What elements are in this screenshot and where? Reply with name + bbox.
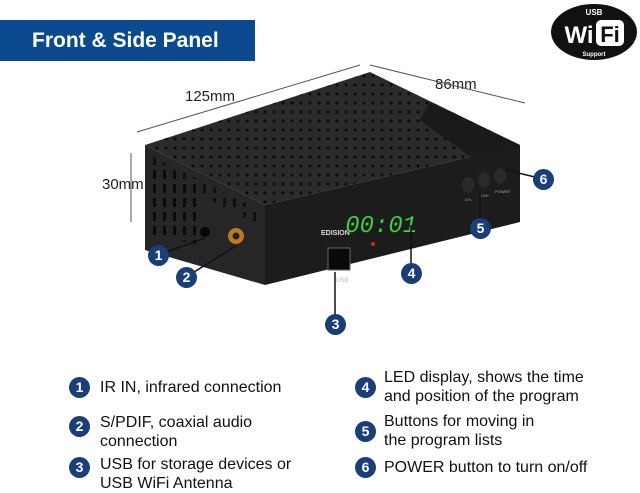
svg-text:CH-: CH- [465, 197, 473, 202]
legend-text-1: IR IN, infrared connection [100, 379, 282, 396]
legend-number-1: 1 [69, 377, 90, 398]
power-button [494, 168, 506, 184]
callout-3: 3 [325, 314, 346, 335]
ch-minus-button [462, 177, 474, 193]
logo-support-text: Support [583, 52, 606, 58]
standby-led [371, 242, 375, 246]
logo-wi-text: Wi [564, 22, 593, 49]
brand-text: EDISION [321, 230, 350, 237]
callout-1: 1 [148, 245, 169, 266]
legend-text-2: S/PDIF, coaxial audio connection [100, 414, 253, 450]
ir-in-port [200, 227, 210, 237]
led-display: 00:01 [343, 213, 420, 240]
callout-2: 2 [176, 267, 197, 288]
usb-label: USB [336, 278, 348, 284]
logo-usb-text: USB [586, 8, 603, 17]
callout-6: 6 [533, 169, 554, 190]
legend-number-4: 4 [355, 377, 376, 398]
legend-text-6: POWER button to turn on/off [384, 459, 588, 476]
page-title: Front & Side Panel [0, 20, 255, 61]
ch-plus-button [478, 172, 490, 188]
legend-number-5: 5 [355, 421, 376, 442]
usb-wifi-support-logo: USB Wi Fi Support [551, 4, 637, 60]
usb-port [327, 247, 351, 271]
legend-number-2: 2 [69, 416, 90, 437]
legend-text-3: USB for storage devices or USB WiFi Ante… [100, 456, 292, 492]
height-label: 30mm [102, 176, 144, 193]
logo-fi-text: Fi [600, 22, 620, 47]
legend-text-4: LED display, shows the time and position… [384, 369, 584, 405]
legend-text-5: Buttons for moving in the program lists [384, 413, 535, 449]
length-label: 125mm [185, 88, 236, 105]
callout-5: 5 [470, 218, 491, 239]
svg-text:POWER: POWER [495, 189, 510, 194]
svg-text:CH+: CH+ [481, 193, 490, 198]
front-buttons: CH- CH+ POWER [462, 168, 510, 202]
callout-4: 4 [401, 263, 422, 284]
legend-number-3: 3 [69, 457, 90, 478]
dimension-arrows [130, 64, 526, 222]
legend-number-6: 6 [355, 457, 376, 478]
